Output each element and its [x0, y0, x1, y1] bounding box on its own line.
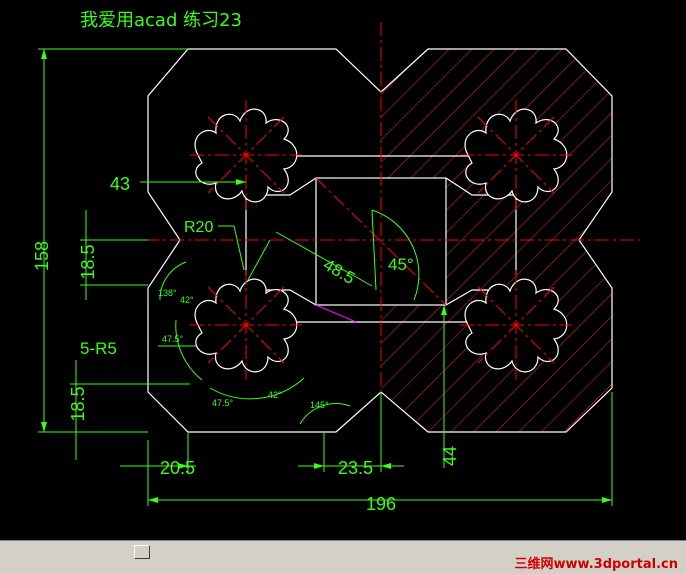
dim-44: 44: [440, 446, 460, 466]
drawing-title: 我爱用acad 练习23: [80, 10, 243, 31]
dim-20-5: 20.5: [160, 458, 195, 478]
dim-138-angle: 138°: [158, 288, 177, 298]
center-lines: [120, 22, 640, 460]
dim-r20: R20: [184, 219, 213, 236]
watermark-text: 三维网www.3dportal.cn: [514, 557, 678, 572]
dim-42-angle-bottom: 42°: [268, 390, 282, 400]
dim-45-angle: 45°: [388, 255, 414, 274]
scroll-thumb[interactable]: [134, 545, 150, 559]
dim-47-5-angle-left: 47.5°: [162, 334, 184, 344]
dim-47-5-angle-bottom: 47.5°: [212, 398, 234, 408]
status-bar: [0, 562, 686, 574]
dim-23-5: 23.5: [338, 458, 373, 478]
accent-line: [315, 304, 357, 323]
cad-drawing: 196 158 43 R20 18.5 18.5 48.5 45° 138° 4…: [32, 22, 640, 514]
outer-profile: [147, 48, 613, 433]
arrowheads: [41, 49, 612, 503]
dim-48-5: 48.5: [320, 255, 358, 288]
dim-196: 196: [366, 494, 396, 514]
dim-18-5-top: 18.5: [78, 244, 98, 279]
dim-5-r5: 5-R5: [80, 339, 117, 358]
horizontal-scrollbar[interactable]: [0, 540, 686, 563]
dim-158: 158: [32, 241, 52, 271]
dim-43: 43: [110, 174, 130, 194]
dim-42-angle-top: 42°: [180, 295, 194, 305]
dim-18-5-bottom: 18.5: [68, 386, 88, 421]
drawing-canvas[interactable]: 196 158 43 R20 18.5 18.5 48.5 45° 138° 4…: [0, 0, 686, 540]
dim-145-angle: 145°: [310, 400, 329, 410]
